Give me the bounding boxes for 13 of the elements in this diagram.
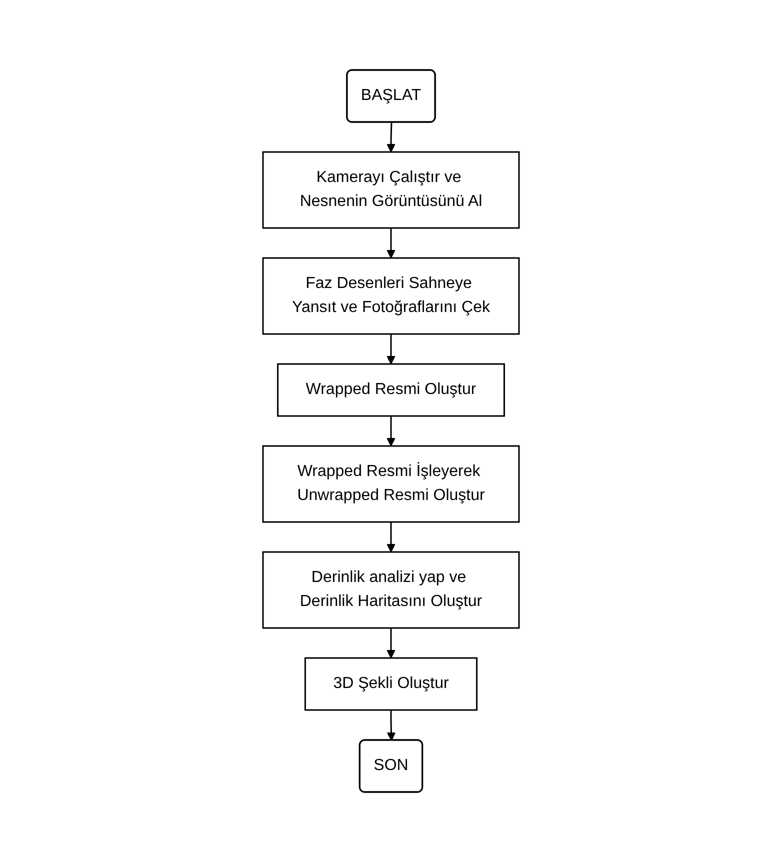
node-box: Wrapped Resmi Oluştur [276, 362, 504, 416]
arrow [386, 628, 395, 658]
node-box: Kamerayı Çalıştır ve Nesnenin Görüntüsünü Al [262, 150, 520, 228]
node-box: 3D Şekli Oluştur [304, 656, 478, 710]
arrow [386, 122, 395, 152]
arrow [386, 522, 395, 552]
node-box: Faz Desenleri Sahneye Yansıt ve Fotoğraflarını Çek [262, 256, 520, 334]
arrow [386, 228, 395, 258]
arrow [386, 416, 395, 446]
node-box: Wrapped Resmi İşleyerek Unwrapped Resmi Oluştur [262, 444, 520, 522]
arrow [386, 710, 396, 740]
arrow [386, 334, 395, 364]
node-box: Derinlik analizi yap ve Derinlik Haritasını Oluştur [262, 550, 520, 628]
